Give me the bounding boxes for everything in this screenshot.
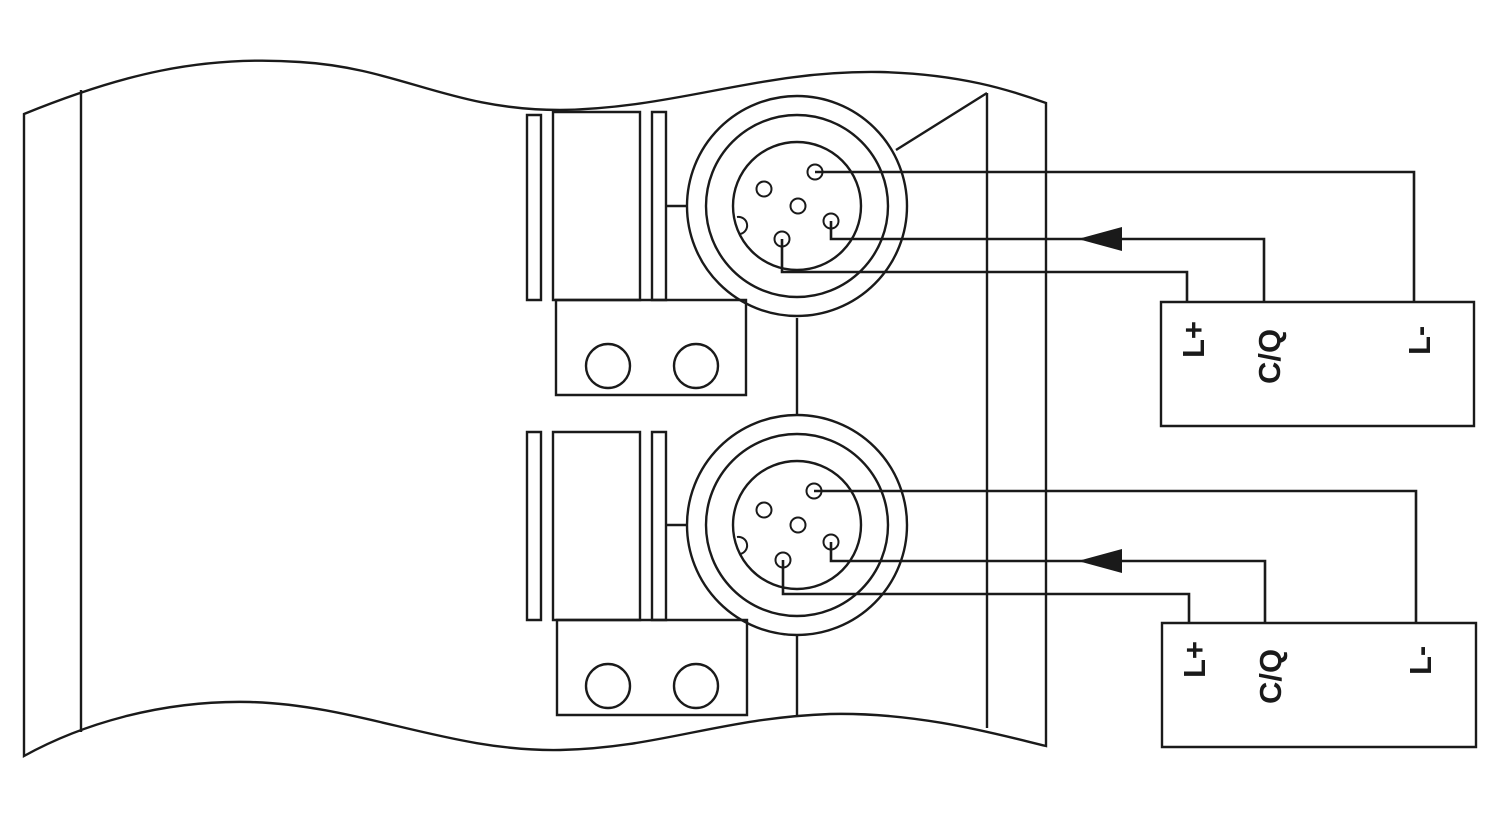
lower-signal-arrow: [1078, 549, 1122, 573]
lower-wire-l-minus: [814, 491, 1416, 623]
upper-pin-2: [757, 182, 772, 197]
upper-connector-assembly: [527, 96, 907, 395]
lower-socket-middle-ring: [706, 434, 888, 616]
lower-latch-bar-left: [527, 432, 541, 620]
upper-label-cq: C/Q: [1252, 329, 1287, 384]
lower-pin-partial: [737, 537, 747, 554]
housing-outline: [24, 61, 1046, 756]
lower-wire-cq: [831, 542, 1265, 623]
lower-led-1: [586, 664, 630, 708]
housing-bevel-line: [896, 93, 987, 150]
upper-sensor-box: L+ C/Q L-: [1161, 302, 1474, 426]
lower-sensor-box: L+ C/Q L-: [1162, 623, 1476, 747]
lower-led-2: [674, 664, 718, 708]
upper-signal-arrow: [1078, 227, 1122, 251]
lower-latch-bar-right: [652, 432, 666, 620]
upper-pin-partial: [737, 217, 747, 234]
lower-socket-inner-ring: [733, 461, 861, 589]
upper-socket-middle-ring: [706, 115, 888, 297]
upper-label-l-minus: L-: [1402, 326, 1437, 355]
upper-label-l-plus: L+: [1176, 321, 1211, 358]
device-housing: [24, 61, 1046, 756]
lower-pin-3: [791, 518, 806, 533]
lower-label-cq: C/Q: [1253, 649, 1288, 704]
upper-wire-cq: [831, 221, 1264, 302]
upper-latch-bar-left: [527, 115, 541, 300]
lower-label-l-minus: L-: [1403, 646, 1438, 675]
lower-latch-block: [553, 432, 640, 620]
upper-wire-l-plus: [782, 239, 1187, 302]
lower-label-l-plus: L+: [1177, 641, 1212, 678]
upper-led-1: [586, 344, 630, 388]
lower-led-housing: [557, 620, 747, 715]
lower-wire-l-plus: [783, 560, 1189, 623]
upper-wire-l-minus: [815, 172, 1414, 302]
upper-latch-block: [553, 112, 640, 300]
upper-latch-bar-right: [652, 112, 666, 300]
upper-wiring: [782, 172, 1414, 302]
upper-led-housing: [556, 300, 746, 395]
upper-socket-outer-ring: [687, 96, 907, 316]
lower-pin-2: [757, 503, 772, 518]
upper-sensor-outline: [1161, 302, 1474, 426]
upper-pin-3: [791, 199, 806, 214]
lower-sensor-outline: [1162, 623, 1476, 747]
lower-wiring: [783, 491, 1416, 623]
lower-socket-outer-ring: [687, 415, 907, 635]
upper-led-2: [674, 344, 718, 388]
lower-connector-assembly: [527, 415, 907, 715]
upper-socket-inner-ring: [733, 142, 861, 270]
